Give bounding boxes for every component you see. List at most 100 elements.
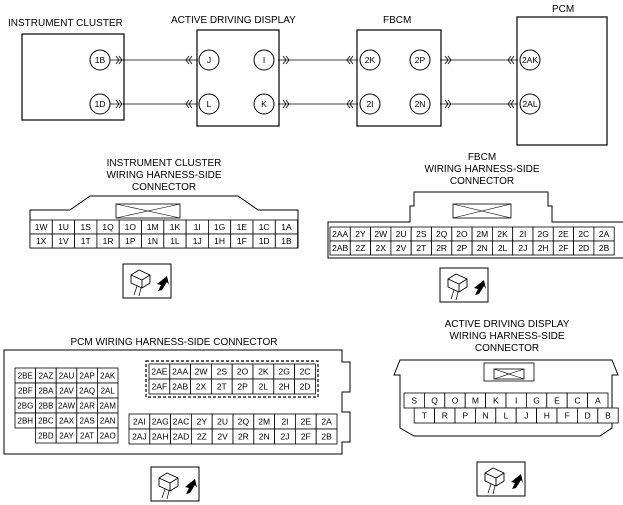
pin-label: R	[442, 411, 448, 421]
pin-label: 2D	[300, 382, 311, 392]
pin-label: 1G	[214, 222, 225, 232]
pin-label: 2J	[518, 243, 527, 253]
pin-label: 2AG	[152, 417, 169, 427]
module-active-driving-display: ACTIVE DRIVING DISPLAY	[171, 15, 296, 127]
pin-label: 2Y	[355, 229, 366, 239]
pin-label: 2BF	[18, 387, 33, 396]
pin-label: 2U	[396, 229, 407, 239]
terminal-add-k: K	[253, 93, 275, 115]
pin-label: 1R	[103, 236, 114, 246]
pin-label: J	[524, 411, 528, 421]
pin-label: 2E	[558, 229, 569, 239]
pin-label: 1F	[237, 236, 247, 246]
terminal-pcm-2ak: 2AK	[519, 49, 541, 71]
pin-label: 2AW	[58, 402, 75, 411]
pin-label: 2BD	[38, 432, 54, 441]
svg-text:2K: 2K	[365, 55, 376, 65]
pin-label: T	[422, 411, 427, 421]
pin-label: 2L	[498, 243, 508, 253]
pin-label: 2O	[237, 367, 249, 377]
connector-marks	[115, 55, 515, 109]
pin-label: 2Q	[238, 417, 250, 427]
terminal-ic-1b: 1B	[89, 49, 111, 71]
svg-text:2I: 2I	[366, 99, 373, 109]
terminal-add-i: I	[253, 49, 275, 71]
svg-text:L: L	[207, 99, 212, 109]
pin-label: 2BC	[38, 417, 54, 426]
pin-label: 2AI	[133, 417, 146, 427]
pin-label: 2AH	[152, 432, 169, 442]
cavity-2ao	[97, 427, 119, 444]
svg-text:2N: 2N	[415, 99, 426, 109]
pin-label: L	[504, 411, 509, 421]
pin-label: C	[574, 396, 580, 406]
pin-label: 2M	[476, 229, 488, 239]
pin-label: 2AA	[332, 229, 348, 239]
svg-text:1D: 1D	[95, 99, 106, 109]
pin-label: 1T	[81, 236, 91, 246]
pin-label: 2AF	[152, 382, 168, 392]
pin-label: 2AK	[100, 372, 116, 381]
fbcm-connector-view-icon	[439, 267, 489, 303]
pin-label: B	[605, 411, 611, 421]
pin-label: 2G	[279, 367, 290, 377]
pin-label: 1M	[147, 222, 159, 232]
pin-label: 2Y	[197, 417, 208, 427]
pin-label: 1Q	[102, 222, 114, 232]
pin-label: 1K	[170, 222, 181, 232]
pin-label: 2BA	[38, 387, 54, 396]
svg-text:2P: 2P	[415, 55, 426, 65]
pin-label: 2AR	[79, 402, 95, 411]
pin-label: 2BH	[18, 417, 34, 426]
fbcm-connector-title-2: WIRING HARNESS-SIDE	[424, 164, 539, 175]
pin-label: 2K	[497, 229, 508, 239]
pin-label: 2P	[457, 243, 468, 253]
cavity-2b	[315, 428, 338, 445]
pin-label: F	[565, 411, 570, 421]
pin-label: 2V	[396, 243, 407, 253]
fbcm-connector-title-3: CONNECTOR	[450, 176, 514, 187]
pin-label: S	[411, 396, 417, 406]
svg-text:1B: 1B	[95, 55, 106, 65]
wires	[110, 59, 518, 105]
pin-label: 1I	[194, 222, 201, 232]
pin-label: 1U	[58, 222, 69, 232]
svg-text:J: J	[207, 55, 211, 65]
pin-label: 2L	[259, 382, 269, 392]
active-driving-display-label: ACTIVE DRIVING DISPLAY	[171, 15, 296, 26]
module-pcm: PCM	[516, 4, 608, 146]
pin-label: 2O	[456, 229, 468, 239]
add-connector: ACTIVE DRIVING DISPLAY WIRING HARNESS-SI…	[393, 319, 619, 437]
pin-label: 2K	[258, 367, 269, 377]
pin-label: 2AT	[80, 432, 94, 441]
pin-label: G	[533, 396, 540, 406]
pcm-connector-view-icon	[150, 466, 200, 502]
add-connector-view-icon	[476, 461, 526, 497]
fbcm-connector-title-1: FBCM	[468, 152, 496, 163]
pin-label: 2AQ	[79, 387, 95, 396]
pin-label: 1B	[281, 236, 292, 246]
pin-label: 2AZ	[39, 372, 54, 381]
svg-text:I: I	[263, 55, 265, 65]
pin-label: A	[595, 396, 601, 406]
pin-label: 2AE	[151, 367, 167, 377]
pin-label: 2AX	[59, 417, 75, 426]
pin-label: 2AL	[101, 387, 116, 396]
pin-label: 2AM	[99, 402, 116, 411]
pin-label: 1H	[214, 236, 225, 246]
pin-label: 2AB	[332, 243, 348, 253]
ic-connector-title-1: INSTRUMENT CLUSTER	[107, 158, 222, 169]
pin-label: 2B	[321, 432, 332, 442]
pin-label: 2W	[195, 367, 208, 377]
pin-label: M	[472, 396, 479, 406]
add-connector-title-3: CONNECTOR	[475, 343, 539, 354]
pin-label: 2C	[300, 367, 311, 377]
pin-label: 2R	[436, 243, 447, 253]
svg-text:2AK: 2AK	[522, 55, 538, 65]
pin-label: I	[515, 396, 517, 406]
instrument-cluster-label: INSTRUMENT CLUSTER	[8, 18, 123, 29]
pin-label: 2BG	[17, 402, 33, 411]
pin-label: 1C	[259, 222, 270, 232]
